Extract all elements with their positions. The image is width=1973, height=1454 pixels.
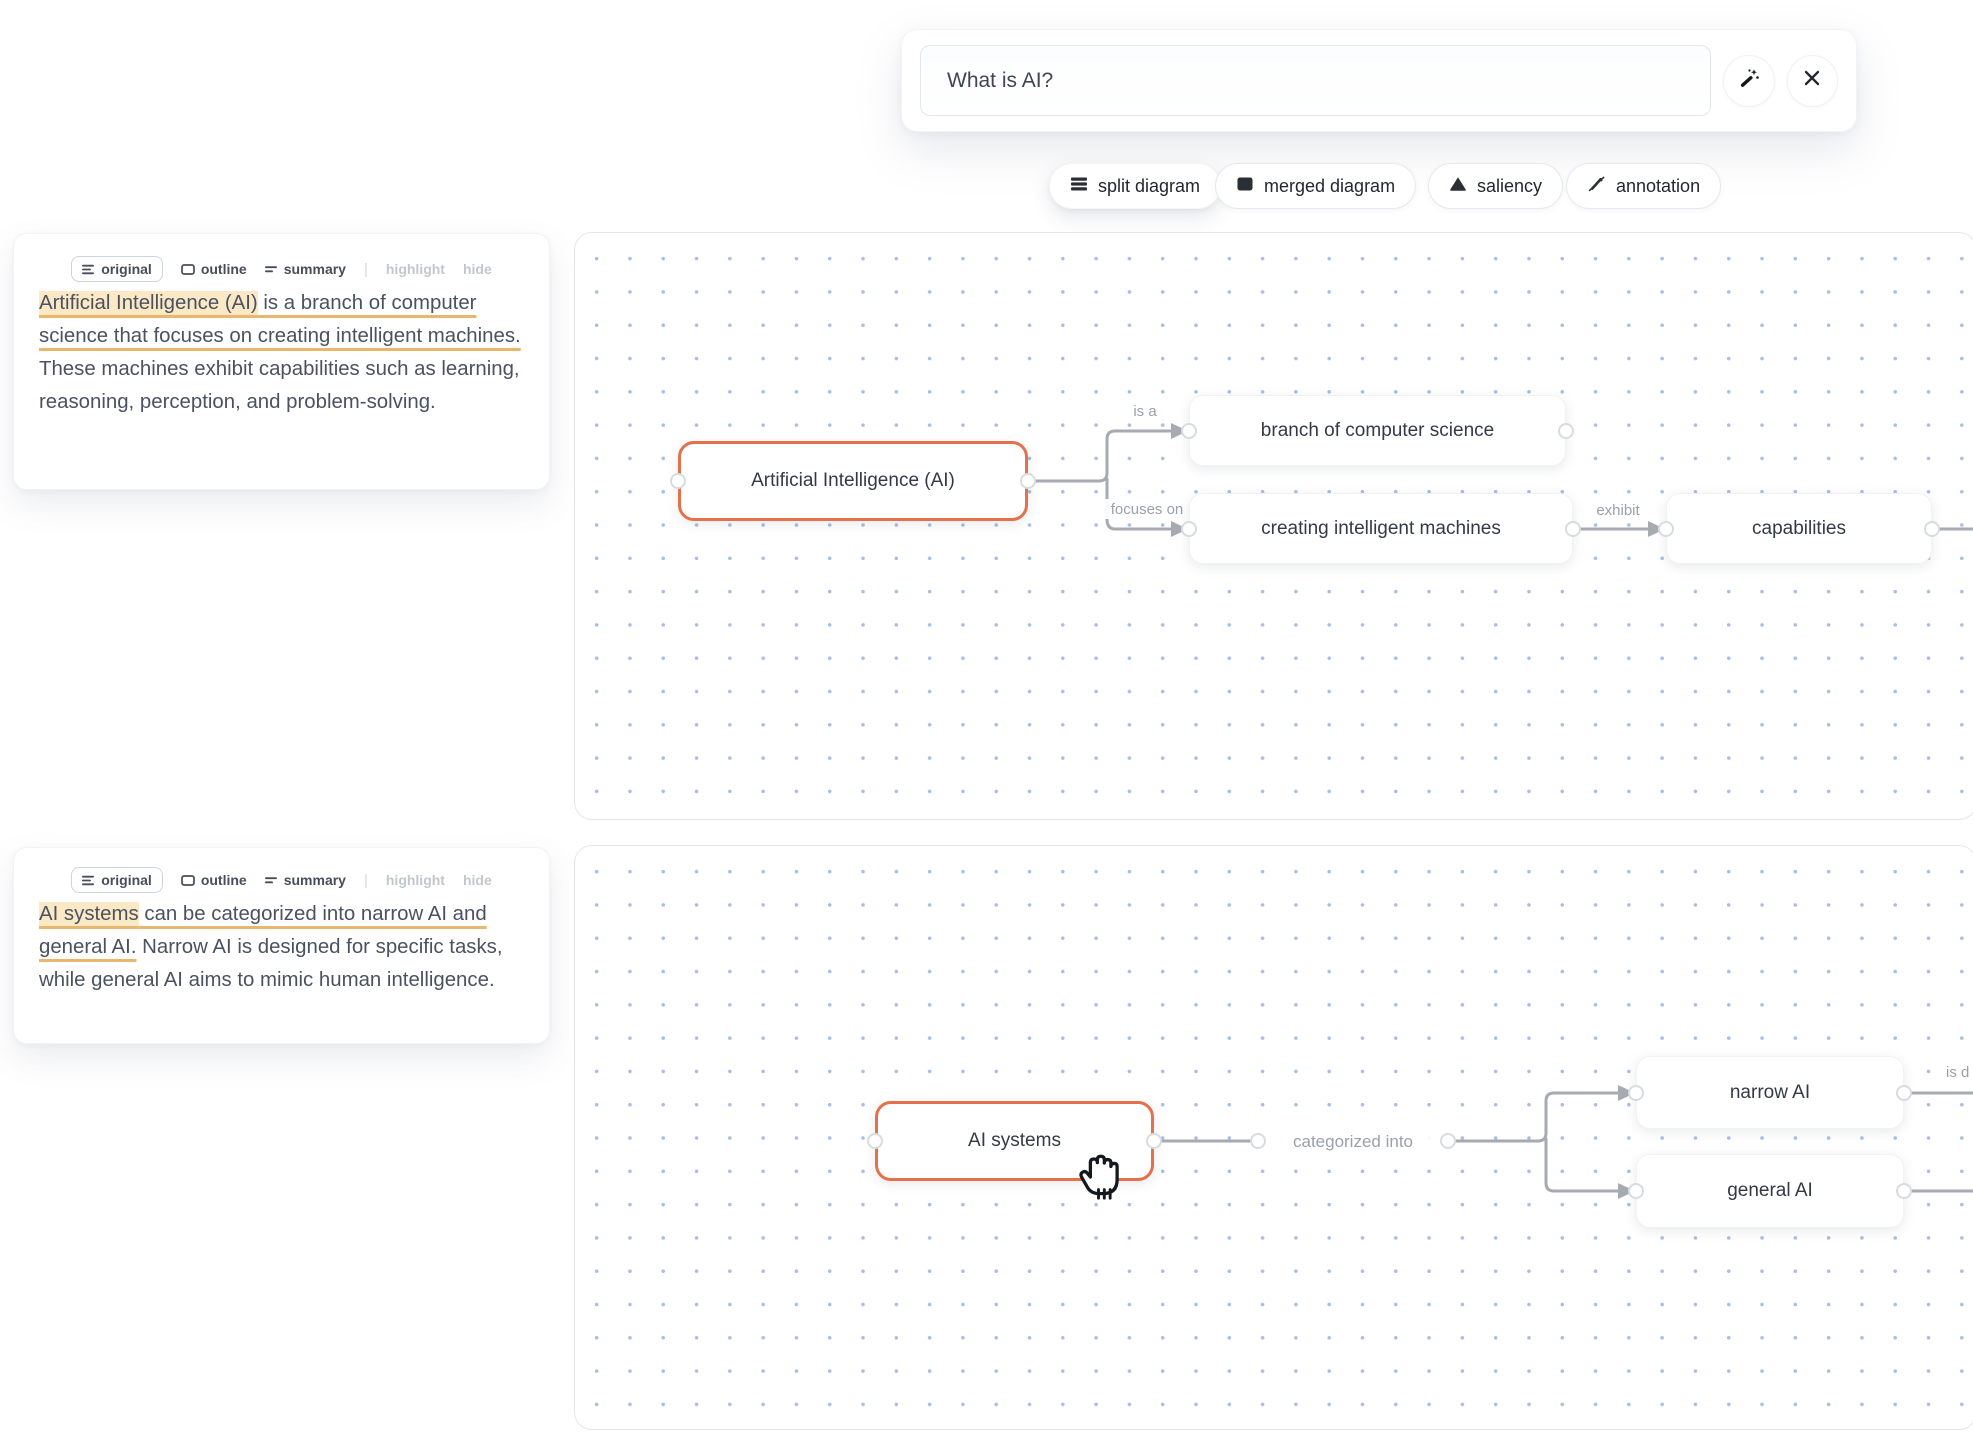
node-label: AI systems <box>968 1130 1061 1151</box>
chip-annotation[interactable]: annotation <box>1566 163 1722 209</box>
panel-tabs: original outline summary | highlight hid… <box>14 867 549 893</box>
tab-highlight[interactable]: highlight <box>386 261 445 277</box>
underlined-phrase: can be categorized into narrow AI and ge… <box>39 903 487 958</box>
tab-highlight[interactable]: highlight <box>386 872 445 888</box>
query-input[interactable]: What is AI? <box>920 45 1712 116</box>
tab-label: highlight <box>385 872 445 888</box>
tab-label: original <box>101 872 152 888</box>
chip-label: merged diagram <box>1264 175 1396 196</box>
node-label: creating intelligent machines <box>1261 517 1501 539</box>
outline-icon <box>180 874 195 886</box>
tab-separator: | <box>363 871 368 889</box>
chip-label: saliency <box>1477 175 1543 196</box>
tab-separator: | <box>363 260 368 278</box>
chip-split-diagram[interactable]: split diagram <box>1049 163 1222 209</box>
node-label: general AI <box>1727 1180 1813 1201</box>
tab-label: hide <box>462 261 492 277</box>
rows-icon <box>1070 176 1088 197</box>
node-label: narrow AI <box>1729 1081 1811 1103</box>
tab-original[interactable]: original <box>71 867 163 893</box>
close-icon <box>1801 67 1823 94</box>
highlighted-phrase: Artificial Intelligence (AI) <box>39 291 258 315</box>
node-capabilities[interactable]: capabilities <box>1666 493 1932 564</box>
tab-summary[interactable]: summary <box>264 872 346 888</box>
edge-label-exhibit: exhibit <box>1596 502 1640 519</box>
node-branch-of-computer-science[interactable]: branch of computer science <box>1189 395 1566 466</box>
magic-wand-button[interactable] <box>1723 54 1775 107</box>
node-ai-systems[interactable]: AI systems <box>875 1101 1154 1181</box>
edge-label-categorized-into: categorized into <box>1293 1132 1413 1151</box>
query-text: What is AI? <box>947 68 1054 92</box>
tab-label: highlight <box>385 261 445 277</box>
summary-icon <box>264 876 277 883</box>
tab-label: outline <box>200 261 247 277</box>
chip-saliency[interactable]: saliency <box>1428 163 1564 209</box>
tab-summary[interactable]: summary <box>264 261 346 277</box>
node-creating-intelligent-machines[interactable]: creating intelligent machines <box>1189 493 1573 564</box>
chip-merged-diagram[interactable]: merged diagram <box>1215 163 1417 209</box>
tab-hide[interactable]: hide <box>463 261 492 277</box>
edge-label-clipped: is d <box>1946 1064 1969 1081</box>
source-text-panel-1: original outline summary | highlight hid… <box>13 233 550 490</box>
node-artificial-intelligence[interactable]: Artificial Intelligence (AI) <box>678 441 1028 521</box>
source-text-2: AI systems can be categorized into narro… <box>39 898 531 997</box>
panel-tabs: original outline summary | highlight hid… <box>14 256 549 282</box>
original-icon <box>82 875 95 885</box>
close-query-button[interactable] <box>1786 54 1838 107</box>
plain-text: Narrow AI is designed for specific tasks… <box>39 936 503 991</box>
query-card: What is AI? <box>901 29 1857 132</box>
source-text-panel-2: original outline summary | highlight hid… <box>13 847 550 1044</box>
source-text-1: Artificial Intelligence (AI) is a branch… <box>39 287 531 419</box>
tab-original[interactable]: original <box>71 256 163 282</box>
node-general-ai[interactable]: general AI <box>1636 1154 1904 1228</box>
outline-icon <box>180 263 195 275</box>
underlined-phrase: is a branch of computer science that foc… <box>39 292 521 347</box>
chip-label: split diagram <box>1098 175 1201 196</box>
node-narrow-ai[interactable]: narrow AI <box>1636 1056 1904 1129</box>
diagram-canvas-2[interactable]: categorized into is d AI systems narrow … <box>574 845 1973 1430</box>
magic-wand-icon <box>1737 66 1761 95</box>
pen-off-icon <box>1587 174 1606 198</box>
node-label: capabilities <box>1752 517 1846 539</box>
tab-label: outline <box>200 872 247 888</box>
edges-layer: categorized into is d <box>1152 1062 1973 1199</box>
tab-label: summary <box>283 261 346 277</box>
tab-outline[interactable]: outline <box>180 261 247 277</box>
edge-label-focuses-on: focuses on <box>1111 501 1184 518</box>
tab-label: hide <box>462 872 492 888</box>
plain-text: These machines exhibit capabilities such… <box>39 358 520 413</box>
original-icon <box>82 264 95 274</box>
summary-icon <box>264 265 277 272</box>
tab-label: summary <box>283 872 346 888</box>
tab-hide[interactable]: hide <box>463 872 492 888</box>
triangle-icon <box>1449 176 1467 197</box>
edge-label-is-a: is a <box>1133 403 1157 420</box>
highlighted-phrase: AI systems <box>39 902 139 926</box>
square-icon <box>1236 176 1254 197</box>
node-label: branch of computer science <box>1260 419 1495 441</box>
tab-outline[interactable]: outline <box>180 872 247 888</box>
diagram-canvas-1[interactable]: is a focuses on exhibit Artificial Intel… <box>574 232 1973 820</box>
tab-label: original <box>101 261 152 277</box>
node-label: Artificial Intelligence (AI) <box>751 470 955 491</box>
handles-layer <box>867 1085 1912 1199</box>
chip-label: annotation <box>1616 175 1701 196</box>
